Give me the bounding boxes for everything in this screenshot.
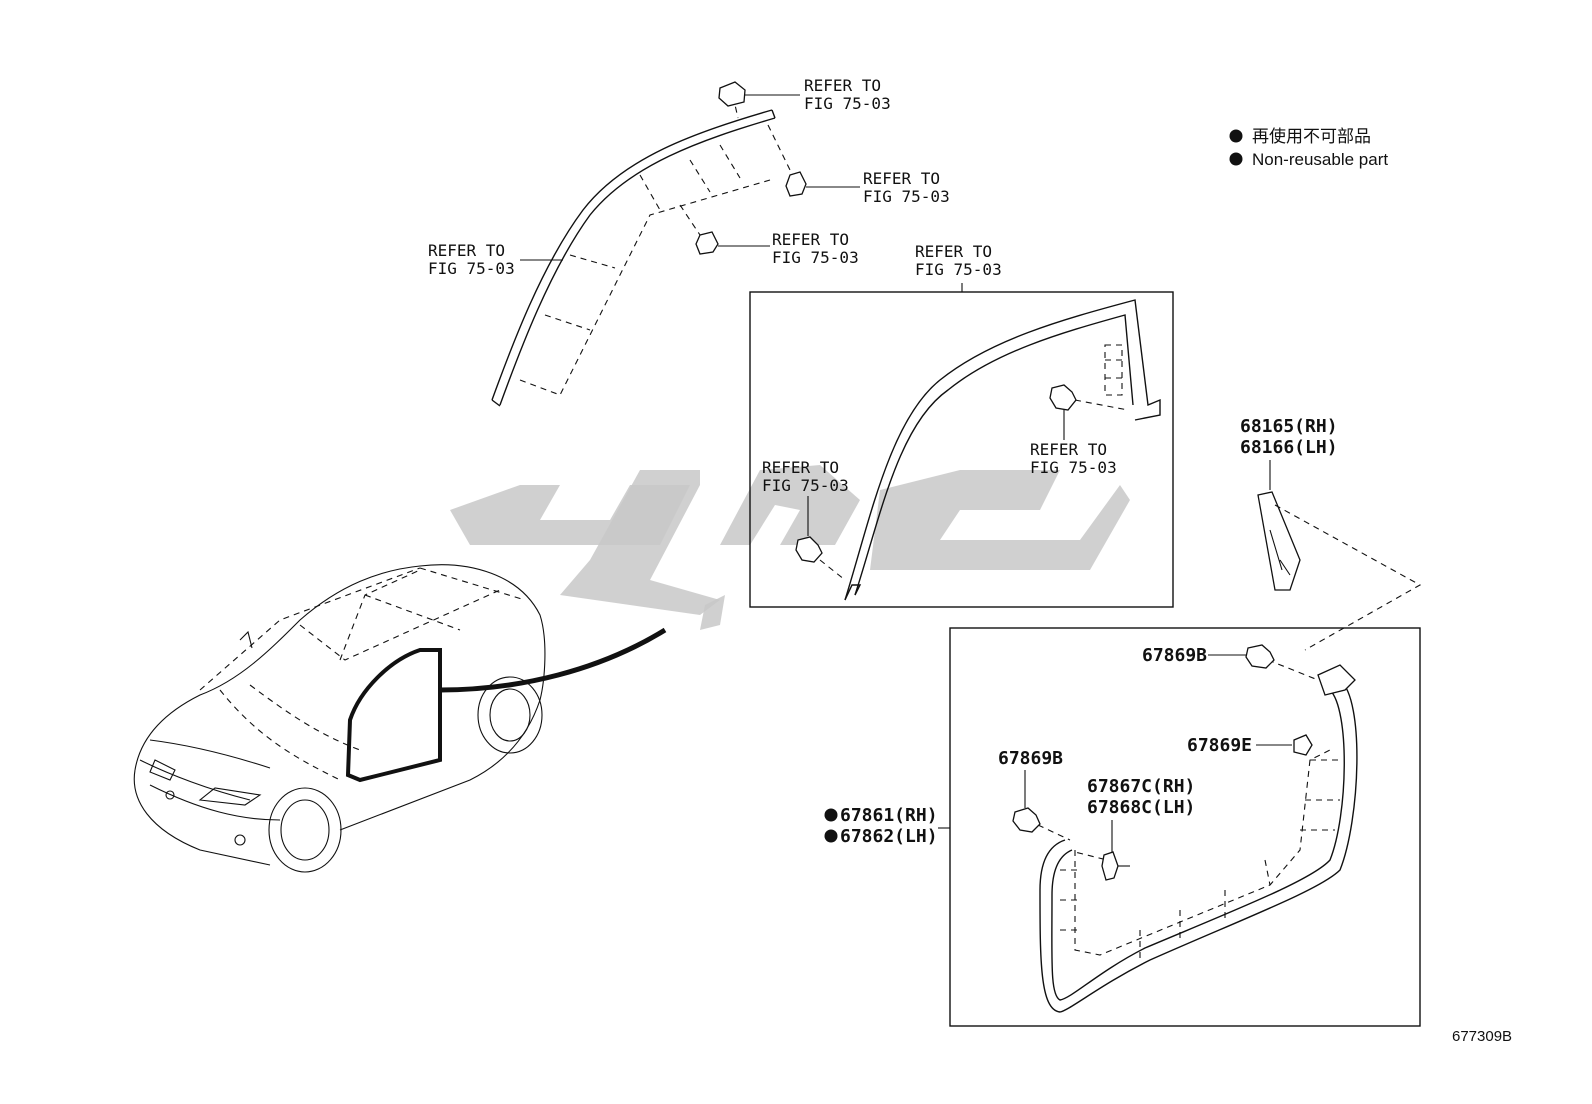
refer-label-strip: REFER TO FIG 75-03	[428, 241, 515, 278]
svg-text:REFER TO: REFER TO	[428, 241, 505, 260]
diagram-code: 677309B	[1452, 1028, 1512, 1045]
non-reusable-bullet-icon	[1229, 152, 1243, 166]
non-reusable-bullet-icon	[824, 829, 838, 843]
legend: 再使用不可部品 Non-reusable part	[1229, 126, 1388, 169]
main-weatherstrip-label: 67861(RH) 67862(LH)	[824, 805, 950, 847]
svg-text:FIG 75-03: FIG 75-03	[772, 248, 859, 267]
svg-text:FIG 75-03: FIG 75-03	[762, 476, 849, 495]
non-reusable-bullet-icon	[1229, 129, 1243, 143]
part-number-68165: 68165(RH)	[1240, 416, 1338, 437]
svg-text:FIG 75-03: FIG 75-03	[428, 259, 515, 278]
part-number-67868c: 67868C(LH)	[1087, 797, 1195, 818]
car-outline	[133, 564, 667, 873]
non-reusable-bullet-icon	[824, 808, 838, 822]
screw-part-upper	[785, 171, 807, 197]
svg-text:REFER TO: REFER TO	[1030, 440, 1107, 459]
svg-text:REFER TO: REFER TO	[804, 76, 881, 95]
part-number-68166: 68166(LH)	[1240, 437, 1338, 458]
door-cover-part: 68165(RH) 68166(LH)	[1240, 416, 1422, 651]
nut-part	[718, 81, 746, 107]
clip-part-67869e	[1293, 734, 1313, 756]
door-weatherstrip-box: 67869B 67869E 67869B 67867C(RH) 67868C(L…	[949, 627, 1421, 1027]
refer-label-screw-lower: REFER TO FIG 75-03	[772, 230, 859, 267]
svg-text:REFER TO: REFER TO	[863, 169, 940, 188]
watermark-logo	[450, 465, 1130, 630]
svg-text:REFER TO: REFER TO	[915, 242, 992, 261]
svg-text:REFER TO: REFER TO	[762, 458, 839, 477]
legend-english: Non-reusable part	[1252, 150, 1388, 169]
clip-part-67869b-left	[1012, 807, 1041, 833]
svg-text:FIG 75-03: FIG 75-03	[863, 187, 950, 206]
part-number-67869b-top: 67869B	[1142, 645, 1207, 666]
clip-part-left	[795, 536, 823, 563]
part-number-67869b-left: 67869B	[998, 748, 1063, 769]
upper-weatherstrip-assembly	[491, 81, 860, 407]
svg-text:FIG 75-03: FIG 75-03	[915, 260, 1002, 279]
svg-text:FIG 75-03: FIG 75-03	[804, 94, 891, 113]
clip-part-67869b-top	[1245, 644, 1275, 669]
clip-part-right	[1049, 384, 1077, 411]
refer-label-nut: REFER TO FIG 75-03	[804, 76, 891, 113]
screw-part-lower	[695, 231, 719, 255]
svg-text:REFER TO: REFER TO	[772, 230, 849, 249]
svg-text:FIG 75-03: FIG 75-03	[1030, 458, 1117, 477]
part-number-67861: 67861(RH)	[840, 805, 938, 826]
part-number-67867c: 67867C(RH)	[1087, 776, 1195, 797]
part-number-67869e: 67869E	[1187, 735, 1252, 756]
door-frame-weatherstrip-box: REFER TO FIG 75-03 REFER TO FIG 75-03 RE…	[749, 242, 1174, 608]
refer-label-screw-upper: REFER TO FIG 75-03	[863, 169, 950, 206]
legend-japanese: 再使用不可部品	[1252, 126, 1371, 146]
part-number-67862: 67862(LH)	[840, 826, 938, 847]
screw-part-67867c	[1101, 851, 1119, 881]
